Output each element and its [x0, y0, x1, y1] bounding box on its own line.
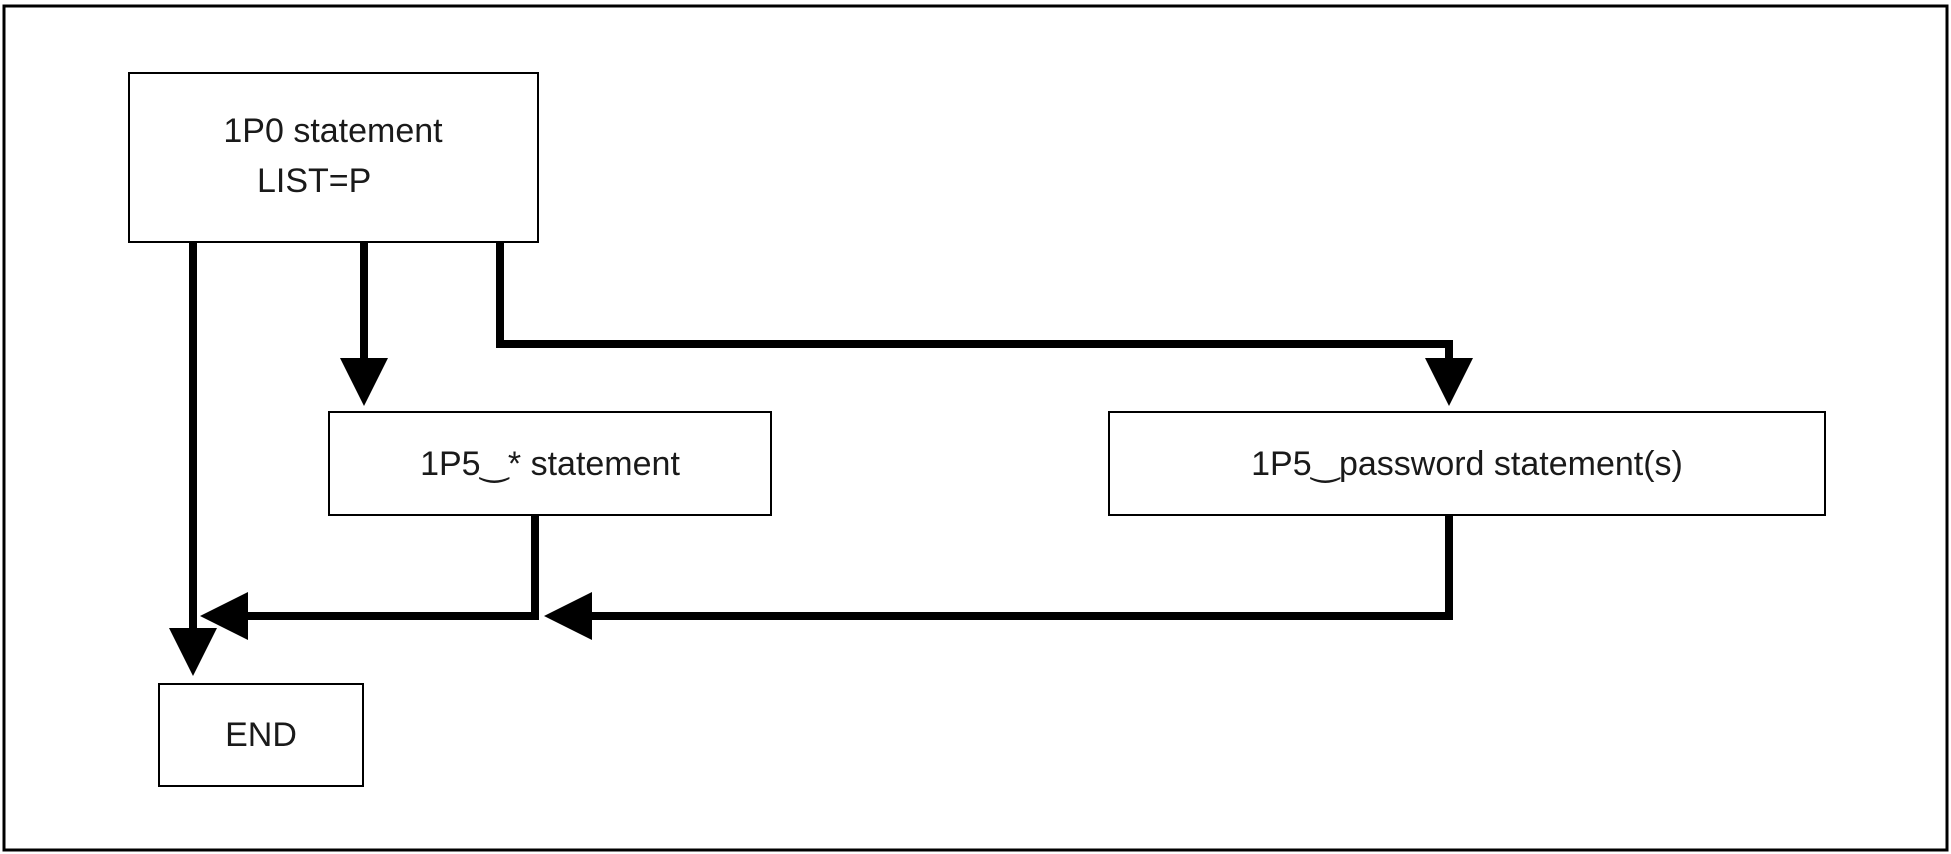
- edge-star-to-merge: [200, 516, 539, 640]
- node-start: 1P0 statement LIST=P: [128, 72, 539, 243]
- node-end-label: END: [225, 716, 297, 754]
- node-start-line2: LIST=P: [257, 162, 371, 200]
- edge-start-to-password: [496, 240, 1473, 406]
- node-password-box: [1108, 411, 1826, 516]
- node-start-line1: 1P0 statement: [223, 112, 443, 150]
- diagram-frame: [2, 4, 1949, 852]
- node-password: 1P5‿password statement(s): [1108, 411, 1826, 516]
- edge-password-to-merge: [544, 516, 1453, 640]
- node-password-label: 1P5‿password statement(s): [1251, 445, 1683, 484]
- node-star-box: [328, 411, 772, 516]
- node-start-box: [128, 72, 539, 243]
- node-end: END: [158, 683, 364, 787]
- node-star-label: 1P5‿* statement: [420, 445, 680, 484]
- connectors: [169, 240, 1473, 676]
- node-star: 1P5‿* statement: [328, 411, 772, 516]
- node-end-box: [158, 683, 364, 787]
